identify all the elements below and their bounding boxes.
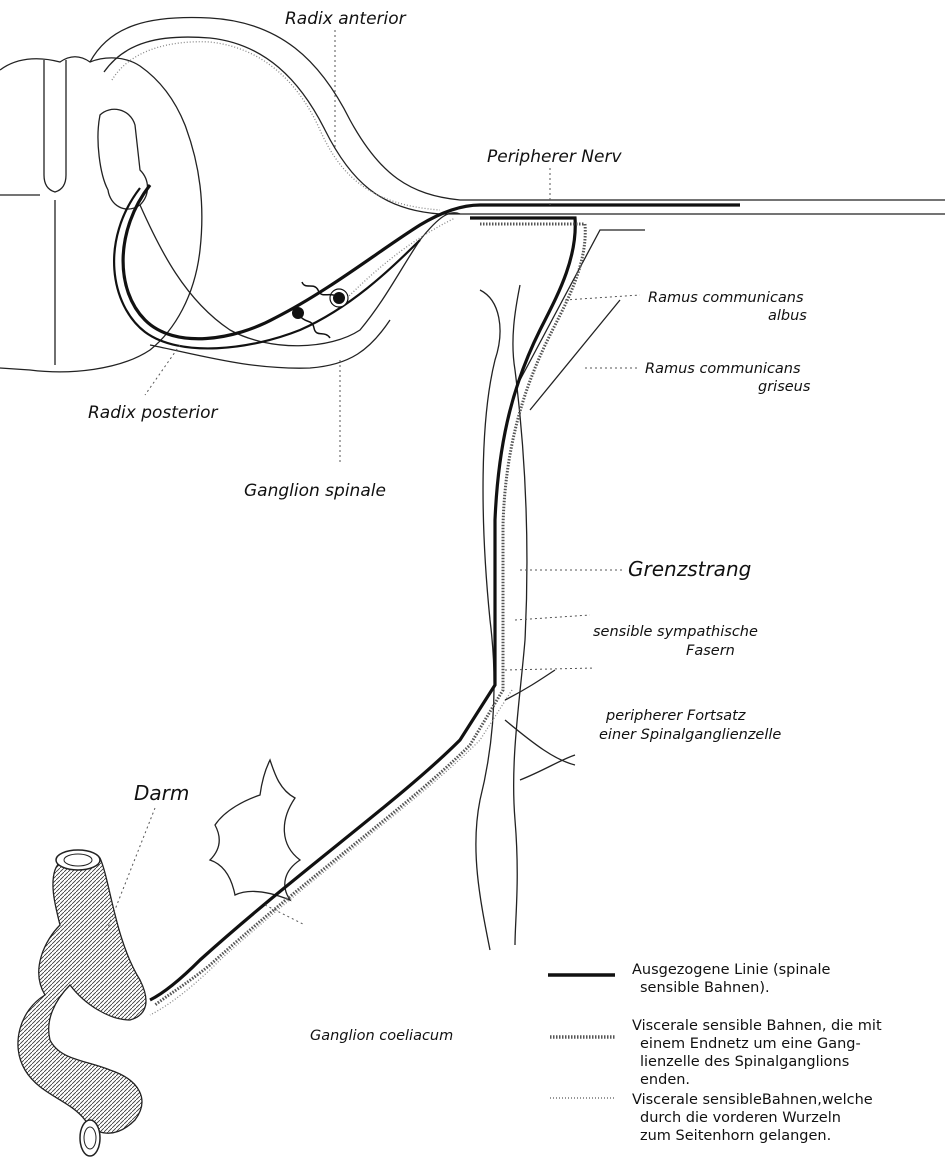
legend-item2-line1: Viscerale sensible Bahnen, die mit — [632, 1018, 882, 1034]
legend-item1-line2: sensible Bahnen). — [640, 980, 770, 996]
label-peripherer-nerv: Peripherer Nerv — [487, 147, 622, 167]
label-ramus-griseus-1: Ramus communicans — [645, 361, 801, 377]
label-peripherer-fortsatz-1: peripherer Fortsatz — [605, 708, 746, 724]
legend-item3-line3: zum Seitenhorn gelangen. — [640, 1128, 831, 1144]
legend-item2-line3: lienzelle des Spinalganglions — [640, 1054, 849, 1070]
legend-item2-line2: einem Endnetz um eine Gang- — [640, 1036, 861, 1052]
label-sensible-1: sensible sympathische — [593, 624, 758, 640]
label-radix-anterior: Radix anterior — [285, 9, 407, 29]
label-peripherer-fortsatz-2: einer Spinalganglienzelle — [599, 727, 781, 743]
sympathetic-trunk-outline — [476, 230, 645, 950]
pathways — [112, 42, 740, 1015]
legend-item3-line1: Viscerale sensibleBahnen,welche — [632, 1092, 873, 1108]
legend-item3-line2: durch die vorderen Wurzeln — [640, 1110, 841, 1126]
label-ramus-albus-1: Ramus communicans — [648, 290, 804, 306]
darm-intestine — [18, 850, 146, 1156]
legend: Ausgezogene Linie (spinale sensible Bahn… — [548, 962, 882, 1144]
ganglion-coeliacum-shape — [210, 760, 300, 900]
label-ganglion-coeliacum: Ganglion coeliacum — [310, 1028, 453, 1044]
label-grenzstrang: Grenzstrang — [628, 557, 751, 581]
label-ramus-griseus-2: griseus — [758, 379, 811, 395]
label-radix-posterior: Radix posterior — [88, 403, 218, 423]
label-ganglion-spinale: Ganglion spinale — [244, 481, 386, 501]
spinal-cord — [0, 57, 202, 372]
nerve-root-outline — [90, 18, 945, 369]
label-ramus-albus-2: albus — [768, 308, 807, 324]
legend-item2-line4: enden. — [640, 1072, 690, 1088]
legend-item1-line1: Ausgezogene Linie (spinale — [632, 962, 831, 978]
label-sensible-2: Fasern — [686, 643, 735, 659]
label-darm: Darm — [134, 781, 189, 805]
